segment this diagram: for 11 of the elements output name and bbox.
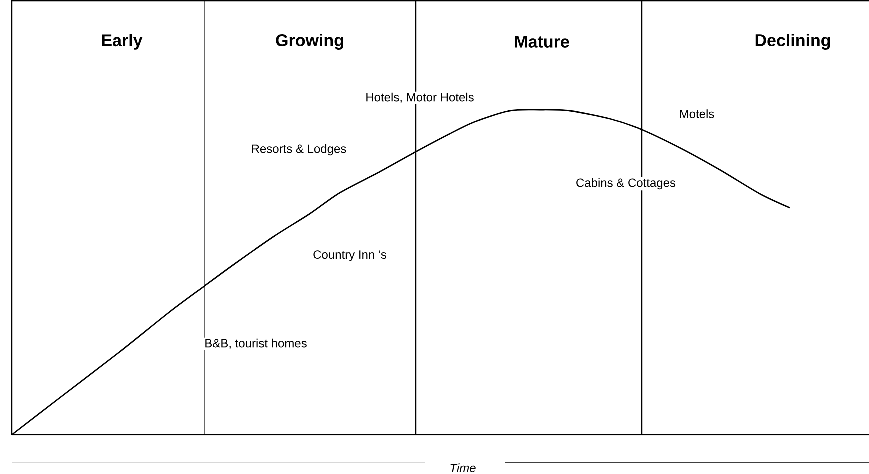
curve-label: Resorts & Lodges (250, 143, 348, 157)
axis-title: Time (448, 462, 478, 474)
phase-heading: Mature (513, 35, 571, 49)
curve-label: Cabins & Cottages (574, 177, 678, 191)
curve-label: Country Inn ’s (312, 250, 388, 262)
curve-label: B&B, tourist homes (204, 338, 308, 350)
phase-heading: Growing (274, 33, 346, 51)
curve-label: Hotels, Motor Hotels (364, 92, 476, 104)
phase-heading: Early (100, 33, 144, 51)
curve-label: Motels (678, 108, 716, 120)
phase-heading: Declining (754, 33, 832, 51)
